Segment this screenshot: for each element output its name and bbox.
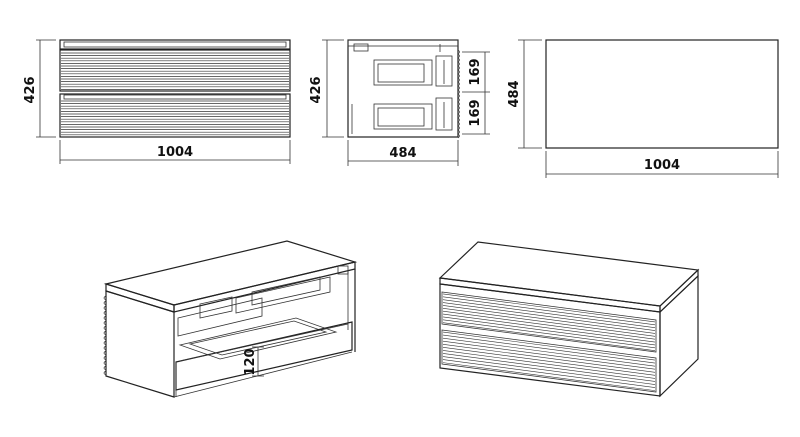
top-width-label: 1004 [644, 158, 680, 173]
front-height-label: 426 [23, 76, 38, 103]
top-depth-label: 484 [507, 80, 522, 107]
drawer-upper-label: 169 [468, 58, 483, 85]
side-height-label: 426 [309, 76, 324, 103]
side-section-view: 426 169 169 484 [309, 39, 490, 166]
upper-drawer-slats [61, 52, 289, 90]
lower-drawer-slats [61, 100, 289, 136]
front-fluted-slats [442, 293, 656, 391]
side-depth-label: 484 [389, 146, 416, 161]
drawer-front-height-label: 120 [243, 348, 258, 375]
front-view: 426 1004 [23, 39, 291, 164]
top-view: 484 1004 [507, 39, 779, 178]
isometric-open-view: 120 [103, 240, 358, 398]
side-fluted-profile [457, 49, 460, 139]
isometric-closed-view [438, 241, 700, 398]
drawer-lower-label: 169 [468, 99, 483, 126]
side-flutes-left [103, 295, 107, 376]
front-width-label: 1004 [157, 145, 193, 160]
